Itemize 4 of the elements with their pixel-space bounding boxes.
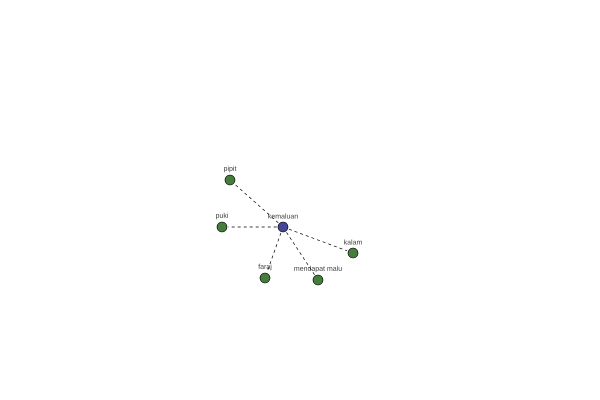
dashed-line <box>266 232 282 272</box>
dashed-line <box>288 228 348 252</box>
dashed-line <box>286 232 315 276</box>
dashed-line <box>234 184 279 224</box>
